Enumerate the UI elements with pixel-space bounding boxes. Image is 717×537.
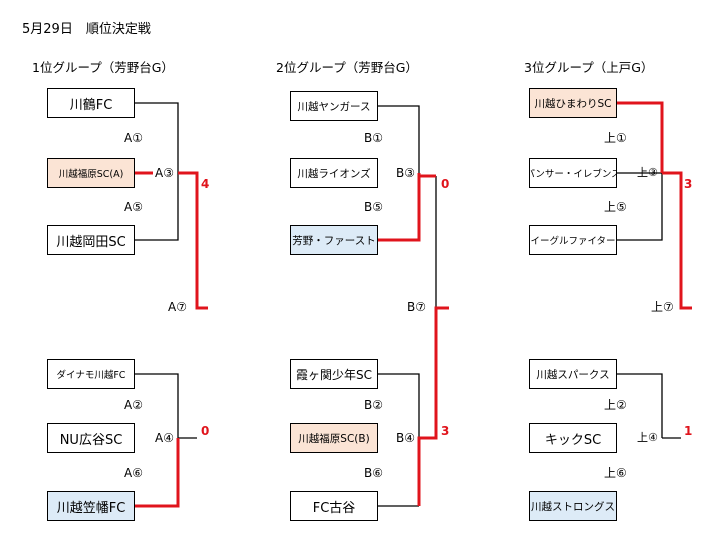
team-box: 川越ストロングス [529, 491, 617, 521]
team-box: 芳野・ファースト [290, 225, 378, 255]
team-box: 川越笠幡FC [47, 491, 135, 521]
team-box: 霞ヶ関少年SC [290, 359, 378, 389]
match-label: 上① [604, 131, 627, 145]
team-box: 川越スパークス [529, 359, 617, 389]
bracket-line [617, 172, 663, 241]
bracket-line [378, 105, 420, 173]
match-label: A⑤ [124, 200, 143, 214]
score: 0 [441, 177, 450, 191]
win-line [662, 171, 692, 310]
match-label: B⑤ [364, 200, 383, 214]
bracket-line [617, 373, 663, 438]
score: 1 [684, 424, 693, 438]
match-label: A③ [155, 166, 174, 180]
bracket-line [378, 373, 420, 438]
match-label: 上⑥ [604, 466, 627, 480]
team-box: 川越ヤンガース [290, 91, 378, 121]
win-line [135, 438, 180, 508]
team-box: イーグルファイター [529, 225, 617, 255]
group-heading: 2位グループ（芳野台G） [276, 60, 418, 75]
team-box: FC古谷 [290, 491, 378, 521]
win-line [378, 173, 421, 242]
match-label: 上② [604, 398, 627, 412]
team-box: キックSC [529, 423, 617, 453]
team-box: 川越ひまわりSC [529, 88, 617, 118]
team-box: ダイナモ川越FC [47, 359, 135, 389]
match-label: A② [124, 398, 143, 412]
win-line [417, 306, 449, 506]
match-label: 上⑤ [604, 200, 627, 214]
match-label: B① [364, 131, 383, 145]
team-box: 川越福原SC(B) [290, 423, 378, 453]
match-label: B⑥ [364, 466, 383, 480]
match-label: 上③ [637, 166, 658, 179]
match-label: B⑦ [407, 300, 426, 314]
match-label: A⑦ [168, 300, 187, 314]
team-box: 川越ライオンズ [290, 158, 378, 188]
score: 3 [441, 424, 450, 438]
match-label: B② [364, 398, 383, 412]
group-heading: 3位グループ（上戸G） [524, 60, 654, 75]
match-label: A① [124, 131, 143, 145]
score: 3 [684, 177, 693, 191]
team-box: 川越福原SC(A) [47, 158, 135, 188]
group-heading: 1位グループ（芳野台G） [32, 60, 174, 75]
win-line [617, 101, 664, 173]
match-label: B④ [396, 431, 415, 445]
team-box: パンサー・イレブンス [529, 158, 617, 188]
score: 0 [201, 424, 210, 438]
win-line [178, 171, 208, 310]
score: 4 [201, 177, 210, 191]
team-box: NU広谷SC [47, 423, 135, 453]
match-label: 上⑦ [651, 300, 674, 314]
team-box: 川鶴FC [47, 88, 135, 118]
team-box: 川越岡田SC [47, 225, 135, 255]
match-label: B③ [396, 166, 415, 180]
match-label: A⑥ [124, 466, 143, 480]
page-title: 5月29日 順位決定戦 [22, 22, 151, 37]
match-label: 上④ [637, 431, 658, 444]
match-label: A④ [155, 431, 174, 445]
